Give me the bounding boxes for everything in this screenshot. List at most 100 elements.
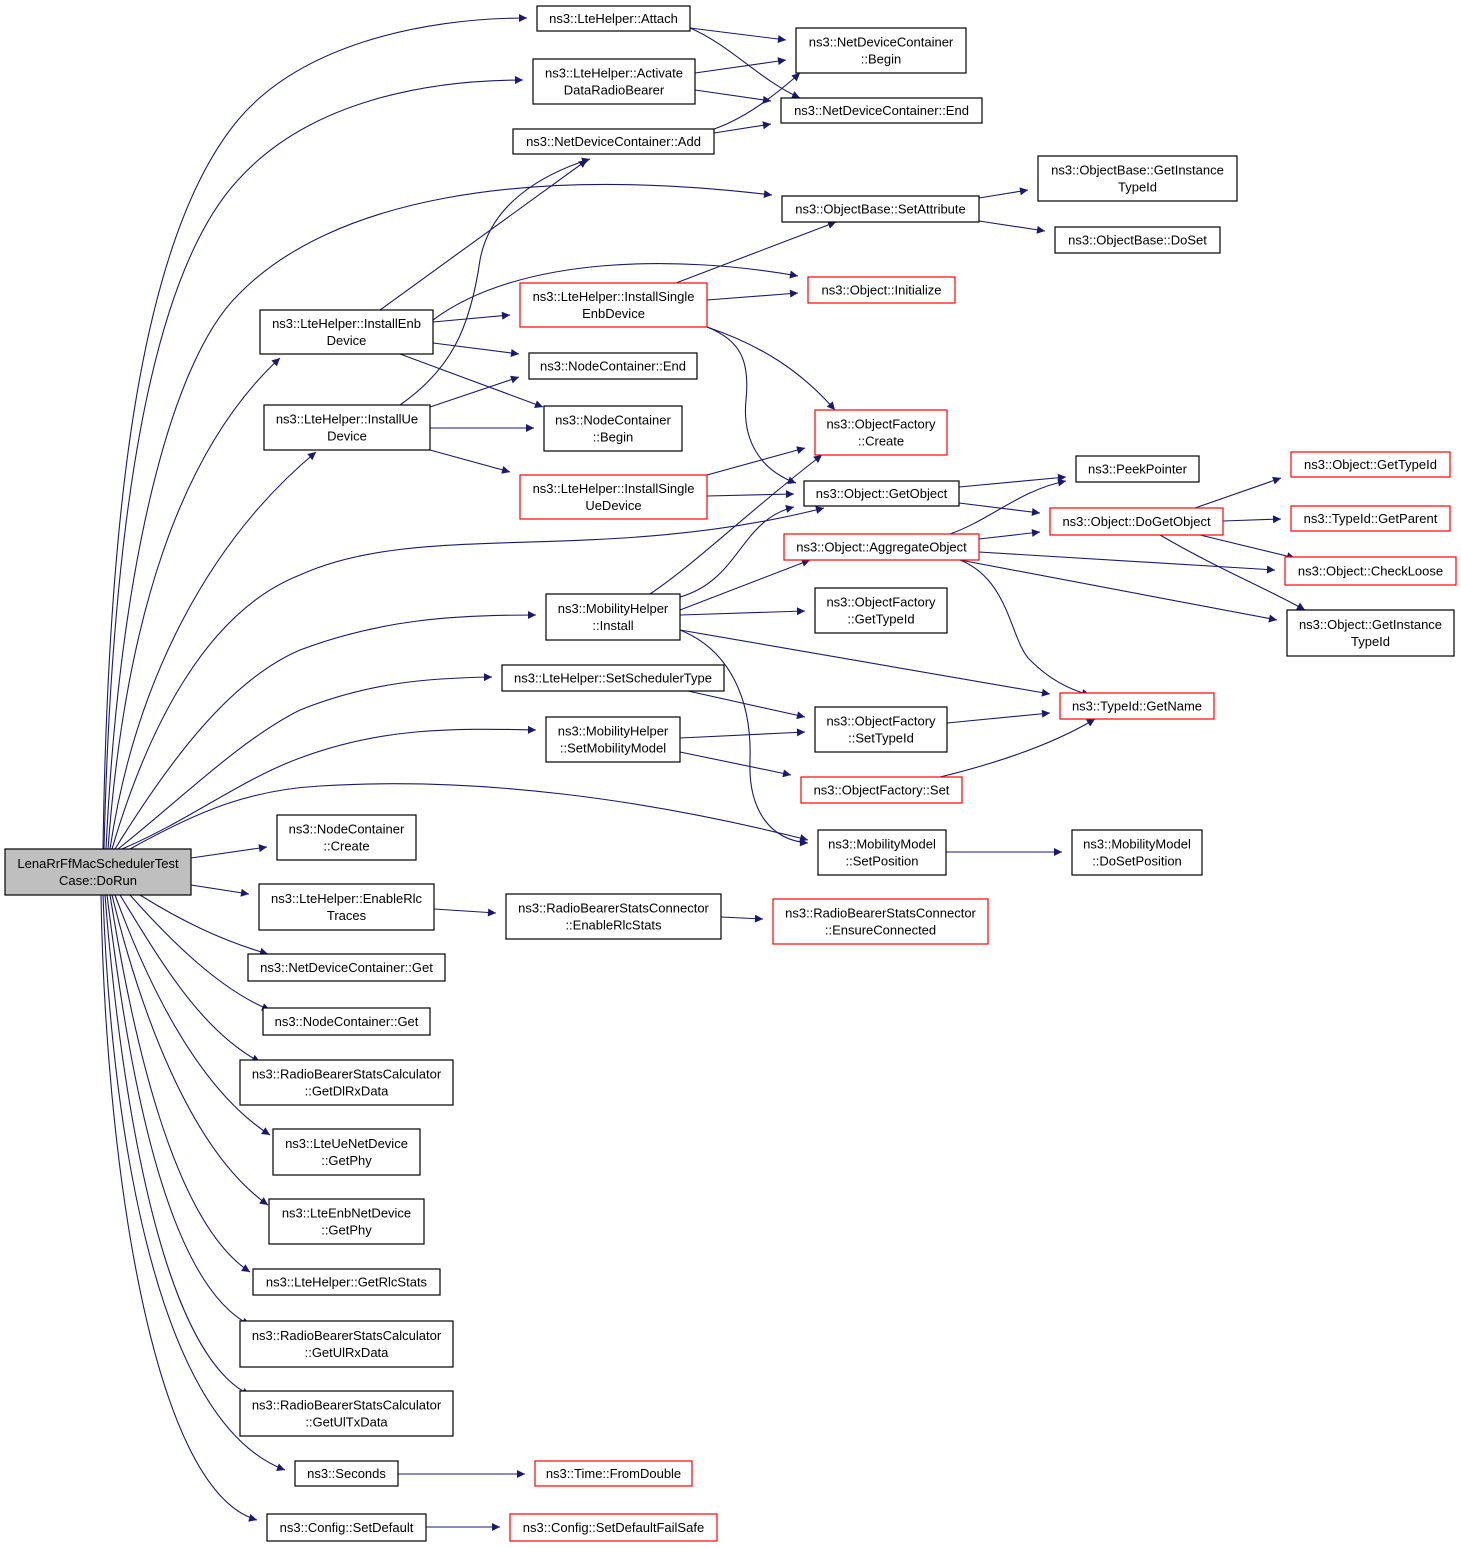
node-nc-create[interactable]: ns3::NodeContainer::Create	[276, 814, 417, 861]
node-mh-setmob[interactable]: ns3::MobilityHelper::SetMobilityModel	[545, 716, 681, 763]
node-box	[783, 533, 980, 561]
node-box	[780, 97, 983, 124]
edge-root-to-nc_create	[190, 844, 268, 859]
node-label: ns3::Seconds	[307, 1466, 386, 1481]
node-label: ns3::LteHelper::InstallSingle	[533, 289, 695, 304]
edge-root-to-enable_rlc	[190, 884, 250, 897]
edge-activate-to-ndc_end	[694, 89, 772, 104]
node-nc-end[interactable]: ns3::NodeContainer::End	[528, 352, 698, 380]
edge-ndc_add-to-ndc_begin	[713, 72, 801, 130]
node-label: ns3::Time::FromDouble	[546, 1466, 681, 1481]
edge-root-to-install_ue	[109, 451, 317, 850]
node-obj-getobject[interactable]: ns3::Object::GetObject	[803, 480, 960, 507]
node-ue-getphy[interactable]: ns3::LteUeNetDevice::GetPhy	[272, 1128, 421, 1176]
node-of-gettypeid[interactable]: ns3::ObjectFactory::GetTypeId	[814, 587, 948, 634]
node-obj-init[interactable]: ns3::Object::Initialize	[807, 276, 956, 304]
node-rbscalc-ulrx[interactable]: ns3::RadioBearerStatsCalculator::GetUlRx…	[239, 1320, 454, 1368]
node-box	[1286, 609, 1455, 657]
node-time-fromdouble[interactable]: ns3::Time::FromDouble	[534, 1460, 693, 1487]
edge-obj_dogetobject-to-obj_getinst	[1159, 534, 1306, 611]
node-rbsc-enable[interactable]: ns3::RadioBearerStatsConnector::EnableRl…	[505, 893, 722, 940]
node-label: ns3::NetDeviceContainer::End	[794, 103, 969, 118]
node-box	[272, 1128, 421, 1176]
node-obj-gettypeid[interactable]: ns3::Object::GetTypeId	[1290, 451, 1451, 478]
edge-install_ue-to-install_single_ue	[429, 449, 511, 474]
node-attach[interactable]: ns3::LteHelper::Attach	[536, 5, 691, 32]
edge-obj_dogetobject-to-obj_gettypeid	[1194, 476, 1282, 509]
edge-install_ue-to-ndc_add	[399, 157, 591, 406]
node-ndc-get[interactable]: ns3::NetDeviceContainer::Get	[247, 953, 446, 982]
node-label: Traces	[327, 908, 367, 923]
node-config-setdefault[interactable]: ns3::Config::SetDefault	[266, 1513, 427, 1542]
node-config-setdefaultfs[interactable]: ns3::Config::SetDefaultFailSafe	[509, 1513, 718, 1542]
node-label: ns3::MobilityHelper	[558, 601, 669, 616]
node-label: ::GetTypeId	[847, 612, 914, 627]
node-label: ::Begin	[861, 52, 901, 67]
node-tid-getparent[interactable]: ns3::TypeId::GetParent	[1290, 505, 1451, 532]
node-box	[263, 404, 431, 451]
edge-install_ue-to-nc_end	[429, 375, 520, 408]
node-rbscalc-ultx[interactable]: ns3::RadioBearerStatsCalculator::GetUlTx…	[239, 1390, 454, 1437]
node-label: ::GetUlTxData	[305, 1415, 388, 1430]
node-label: Device	[327, 333, 367, 348]
node-rbsc-ensure[interactable]: ns3::RadioBearerStatsConnector::EnsureCo…	[772, 898, 989, 945]
node-label: ns3::Object::DoGetObject	[1062, 514, 1211, 529]
node-label: ns3::Object::CheckLoose	[1298, 564, 1443, 579]
edge-ndc_add-to-ndc_end	[713, 121, 772, 134]
node-label: ns3::NetDeviceContainer	[809, 35, 954, 50]
node-label: ns3::ObjectBase::DoSet	[1068, 233, 1207, 248]
node-peek[interactable]: ns3::PeekPointer	[1075, 455, 1200, 483]
node-mh-install[interactable]: ns3::MobilityHelper::Install	[545, 593, 681, 641]
node-box	[528, 352, 698, 380]
edge-install_single_ue-to-obj_getobject	[706, 490, 795, 499]
node-obj-aggregate[interactable]: ns3::Object::AggregateObject	[783, 533, 980, 561]
node-of-settypeid[interactable]: ns3::ObjectFactory::SetTypeId	[814, 706, 948, 753]
node-get-rlcstats[interactable]: ns3::LteHelper::GetRlcStats	[252, 1268, 441, 1296]
node-box	[814, 409, 948, 456]
node-label: ::SetMobilityModel	[560, 741, 666, 756]
node-ob-setattr[interactable]: ns3::ObjectBase::SetAttribute	[781, 195, 980, 223]
edge-root-to-activate	[103, 76, 524, 850]
node-ndc-begin[interactable]: ns3::NetDeviceContainer::Begin	[795, 27, 967, 74]
node-box	[252, 1268, 441, 1296]
node-obj-checkloose[interactable]: ns3::Object::CheckLoose	[1284, 556, 1457, 586]
node-box	[814, 706, 948, 753]
node-box	[4, 848, 192, 896]
node-nc-get[interactable]: ns3::NodeContainer::Get	[262, 1007, 431, 1036]
node-tid-getname[interactable]: ns3::TypeId::GetName	[1059, 692, 1215, 720]
node-seconds[interactable]: ns3::Seconds	[294, 1460, 399, 1487]
edge-install_enb-to-nc_end	[432, 342, 520, 357]
node-mm-dosetpos[interactable]: ns3::MobilityModel::DoSetPosition	[1071, 829, 1203, 876]
node-of-set[interactable]: ns3::ObjectFactory::Set	[800, 776, 963, 804]
node-label: ns3::ObjectBase::GetInstance	[1051, 163, 1224, 178]
edge-set_sched-to-of_settypeid	[687, 690, 806, 720]
node-label: ns3::TypeId::GetName	[1072, 699, 1202, 714]
node-rbscalc-dlrx[interactable]: ns3::RadioBearerStatsCalculator::GetDlRx…	[239, 1059, 454, 1106]
node-ndc-end[interactable]: ns3::NetDeviceContainer::End	[780, 97, 983, 124]
node-nc-begin[interactable]: ns3::NodeContainer::Begin	[543, 405, 683, 452]
node-box	[781, 195, 980, 223]
node-ndc-add[interactable]: ns3::NetDeviceContainer::Add	[512, 128, 715, 155]
node-label: ns3::LteHelper::GetRlcStats	[266, 1275, 428, 1290]
node-label: ns3::Config::SetDefaultFailSafe	[523, 1520, 704, 1535]
node-enb-getphy[interactable]: ns3::LteEnbNetDevice::GetPhy	[268, 1198, 425, 1245]
node-mm-setpos[interactable]: ns3::MobilityModel::SetPosition	[817, 829, 947, 876]
node-label: ns3::Object::AggregateObject	[796, 540, 967, 555]
node-label: TypeId	[1118, 180, 1157, 195]
edge-install_enb-to-install_single_enb	[432, 311, 511, 323]
node-box	[266, 1513, 427, 1542]
node-box	[294, 1460, 399, 1487]
node-of-create[interactable]: ns3::ObjectFactory::Create	[814, 409, 948, 456]
node-ob-doset[interactable]: ns3::ObjectBase::DoSet	[1054, 226, 1221, 254]
node-set-sched[interactable]: ns3::LteHelper::SetSchedulerType	[501, 664, 725, 692]
node-obj-dogetobject[interactable]: ns3::Object::DoGetObject	[1049, 507, 1224, 536]
